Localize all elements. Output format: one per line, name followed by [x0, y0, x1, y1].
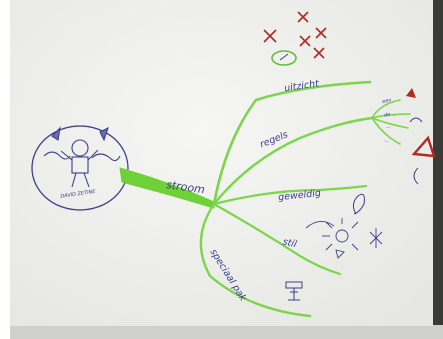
center-circle [31, 125, 129, 211]
red-triangle-icon [406, 88, 436, 158]
center-topic: DAVID ZETINE [31, 125, 129, 211]
suit-doodle-icon [285, 281, 303, 301]
drawn-person-in-circle-icon [43, 126, 121, 188]
branch-uitzicht [212, 80, 372, 206]
paper-sheet [10, 0, 433, 326]
right-dark-edge [433, 0, 443, 339]
label-stroom: stroom [165, 178, 205, 196]
branches [119, 80, 411, 318]
branch-regels [212, 116, 374, 206]
doodles [352, 117, 423, 215]
sub-branch-3 [371, 117, 409, 129]
label-uitzicht: uitzicht [283, 78, 320, 94]
red-crosses-icon [263, 11, 327, 66]
branch-geweldig [212, 184, 368, 206]
sub-branch-2 [371, 113, 411, 119]
sub-label-een: een [382, 97, 392, 105]
sub-branch-1 [371, 99, 401, 119]
sub-label-2: ... [386, 124, 391, 130]
sun-doodle-icon [305, 218, 383, 259]
small-curl-icon [409, 117, 423, 123]
label-geweldig: geweldig [278, 188, 322, 203]
bottom-edge [10, 325, 443, 339]
figure-doodle-icon [352, 193, 365, 215]
sub-branch-4 [371, 117, 401, 145]
label-stil: stil [282, 236, 299, 250]
center-label: DAVID ZETINE [60, 189, 97, 200]
branch-speciaal-pak [199, 202, 312, 318]
sub-label-3: ... [384, 137, 390, 144]
moon-doodle-icon [413, 167, 419, 185]
branch-stil [212, 202, 342, 276]
sub-label-1: de ... [384, 111, 397, 118]
